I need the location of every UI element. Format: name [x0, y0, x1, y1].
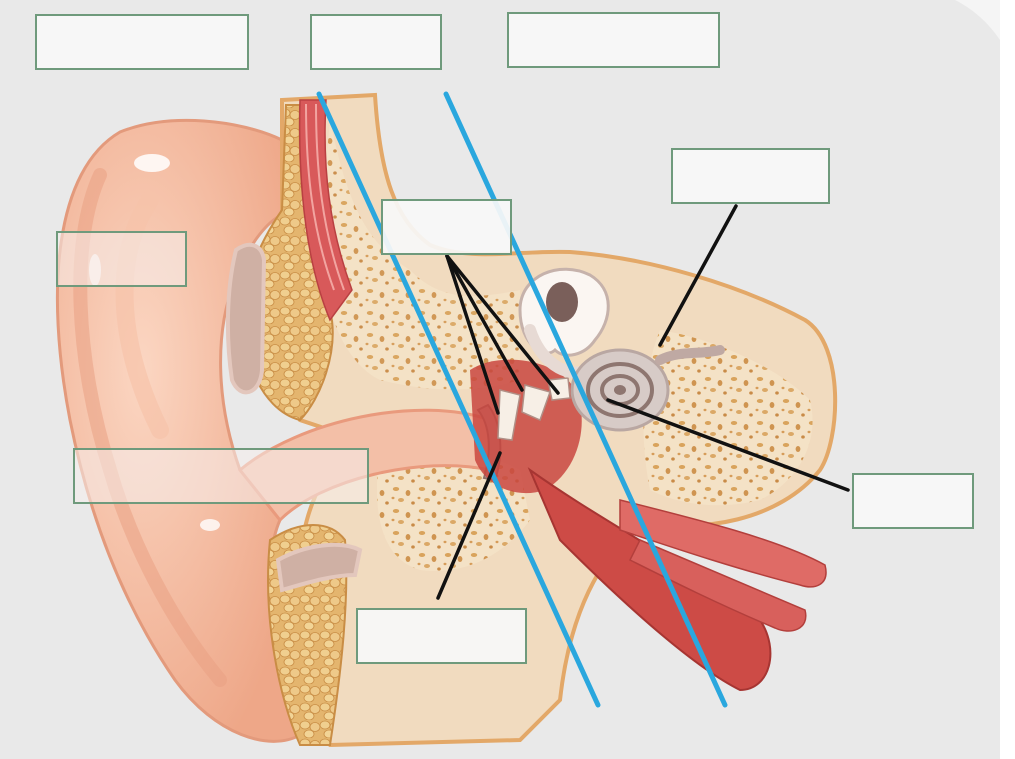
diagram-right-margin [1000, 0, 1015, 759]
label-box-top-center[interactable] [310, 14, 442, 70]
label-box-left-upper[interactable] [56, 231, 187, 287]
label-box-bottom-center[interactable] [356, 608, 527, 664]
cartilage-upper [228, 245, 264, 393]
label-box-right-lower[interactable] [852, 473, 974, 529]
label-box-top-right[interactable] [507, 12, 720, 68]
label-box-middle-upper[interactable] [381, 199, 512, 255]
label-box-left-lower[interactable] [73, 448, 369, 504]
label-box-right-upper[interactable] [671, 148, 830, 204]
stapes [548, 378, 570, 400]
label-box-top-left[interactable] [35, 14, 249, 70]
